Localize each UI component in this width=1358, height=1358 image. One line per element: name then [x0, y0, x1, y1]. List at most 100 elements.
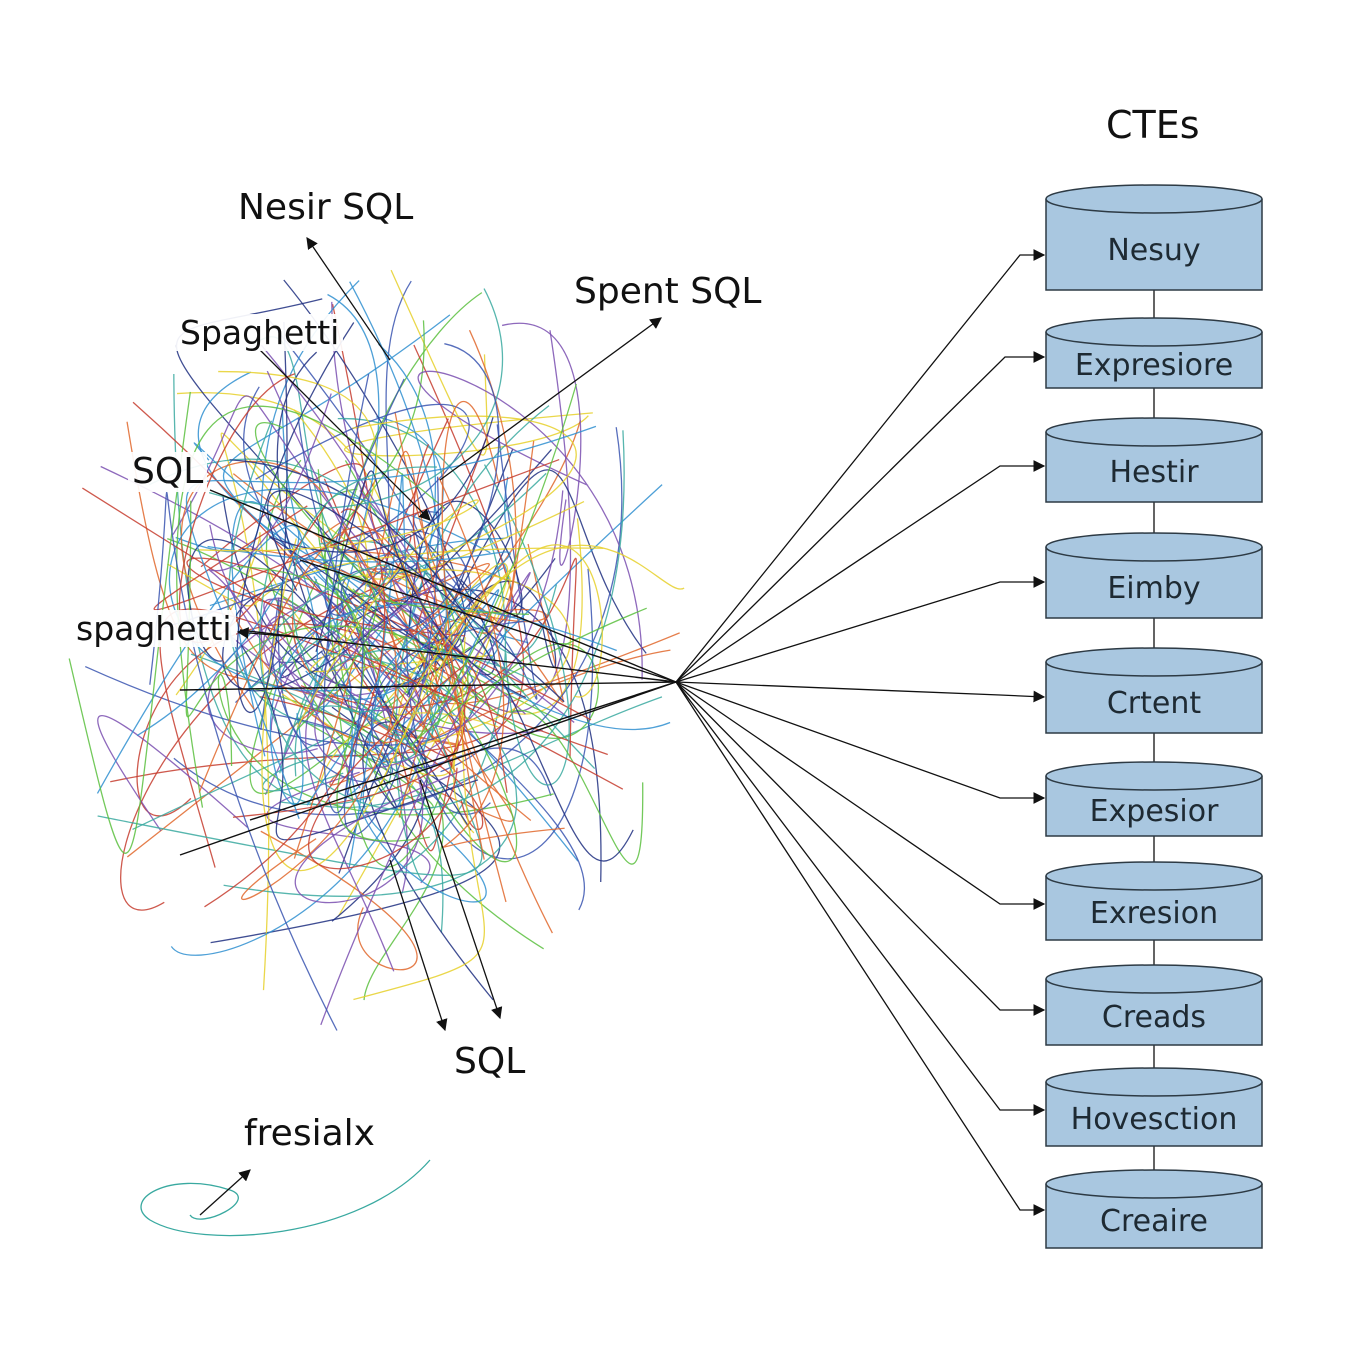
tangle-strand: [270, 652, 390, 783]
tangle-strand: [421, 631, 599, 739]
tangle-strand: [350, 567, 505, 903]
converging-line: [209, 489, 677, 683]
cylinder-body: [1045, 776, 1263, 837]
cte-label: Nesuy: [1107, 233, 1201, 268]
tangle-strand: [380, 544, 603, 784]
tangle-strand: [392, 543, 564, 703]
tangle-strand: [197, 499, 479, 728]
tangle-strand: [297, 343, 500, 632]
cte-label: Expesior: [1089, 794, 1219, 829]
tangle-strand: [294, 759, 466, 904]
fan-out-arrows: [179, 249, 1046, 1216]
tangle-strand: [438, 477, 565, 848]
cylinder-top: [1045, 1169, 1263, 1199]
tangle-strand: [68, 391, 191, 854]
tangle-strand: [82, 487, 624, 790]
tangle-strand: [326, 546, 518, 863]
cylinder-top: [1045, 417, 1263, 447]
converging-line: [179, 681, 677, 691]
tangle-strand: [232, 443, 466, 818]
cylinder-top: [1045, 1067, 1263, 1097]
cte-title: CTEs: [1106, 103, 1200, 147]
cte-cylinder: [1045, 647, 1263, 734]
cylinder-top: [1045, 647, 1263, 677]
tangle-strand: [314, 490, 564, 770]
label-pointer-arrows: [199, 237, 662, 1216]
cte-cylinder: [1045, 184, 1263, 291]
label-arrow: [306, 237, 391, 361]
tangle-strand: [209, 344, 431, 712]
cylinder-top: [1045, 532, 1263, 562]
cte-stack: [1045, 184, 1263, 1249]
tangle-strand: [308, 662, 468, 870]
label-arrow: [199, 1169, 251, 1216]
cylinder-top: [1045, 861, 1263, 891]
tangle-strand: [259, 430, 625, 811]
spaghetti-tangle: [68, 269, 685, 1237]
tangle-strand: [417, 370, 643, 680]
cylinder-top: [1045, 964, 1263, 994]
tangle-strand: [170, 281, 447, 956]
tangle-strand: [208, 393, 361, 789]
tangle-strand: [180, 460, 335, 710]
cylinder-body: [1045, 332, 1263, 389]
tangle-strand: [266, 316, 421, 756]
tangle-strand: [250, 687, 444, 1001]
cte-cylinder: [1045, 532, 1263, 619]
tangle-strand: [220, 432, 422, 991]
converging-line: [249, 681, 677, 821]
tangle-strand: [282, 681, 428, 764]
fan-arrow: [675, 681, 1046, 703]
cylinder-body: [1045, 547, 1263, 619]
label-arrow: [236, 627, 331, 641]
fan-arrow: [675, 351, 1046, 683]
tangle-strand: [383, 575, 511, 834]
cylinder-body: [1045, 979, 1263, 1046]
fan-arrow: [675, 681, 1046, 1216]
tangle-strand: [222, 449, 552, 692]
fan-arrow: [675, 249, 1046, 683]
tangle-strand: [300, 557, 578, 759]
tangle-strand: [267, 490, 565, 703]
fan-arrow: [675, 681, 1046, 1016]
tangle-strand: [293, 409, 493, 673]
fan-arrow: [675, 681, 1046, 804]
label-sql-left: SQL: [128, 452, 208, 492]
tangle-strand: [406, 469, 647, 696]
tangle-strand: [315, 470, 527, 699]
tangle-strand: [398, 440, 535, 818]
cylinder-top: [1045, 184, 1263, 214]
tangle-strand: [178, 373, 327, 644]
tangle-strand: [352, 415, 577, 562]
tangle-strand: [266, 771, 431, 884]
tangle-strand: [320, 572, 531, 1026]
tangle-strand: [175, 280, 360, 553]
tangle-strand: [281, 693, 455, 777]
tangle-strand: [176, 405, 446, 808]
label-arrow: [439, 317, 662, 481]
tangle-strand: [208, 288, 504, 510]
label-arrow: [259, 349, 431, 521]
tangle-strand: [204, 508, 386, 908]
cte-label: Exresion: [1089, 896, 1219, 931]
cylinder-body: [1045, 662, 1263, 734]
tangle-strand: [149, 491, 338, 1031]
fan-arrow: [675, 460, 1046, 683]
tangle-strand: [389, 544, 685, 733]
cylinder-top: [1045, 761, 1263, 791]
cte-label: Hovesction: [1070, 1102, 1238, 1137]
cte-label: Expresiore: [1074, 348, 1234, 383]
label-nesir-sql: Nesir SQL: [234, 188, 418, 228]
label-fresialx: fresialx: [240, 1114, 379, 1154]
label-arrow: [389, 859, 448, 1032]
cte-label: Creaire: [1100, 1204, 1208, 1239]
tangle-strand: [411, 383, 647, 746]
tangle-strand: [198, 526, 553, 934]
tangle-strand: [269, 417, 494, 662]
tangle-strand: [218, 370, 585, 580]
tangle-strand: [200, 463, 377, 568]
tangle-strand: [441, 400, 499, 860]
cte-label: Eimby: [1107, 571, 1201, 606]
cte-label: Creads: [1101, 1000, 1207, 1035]
